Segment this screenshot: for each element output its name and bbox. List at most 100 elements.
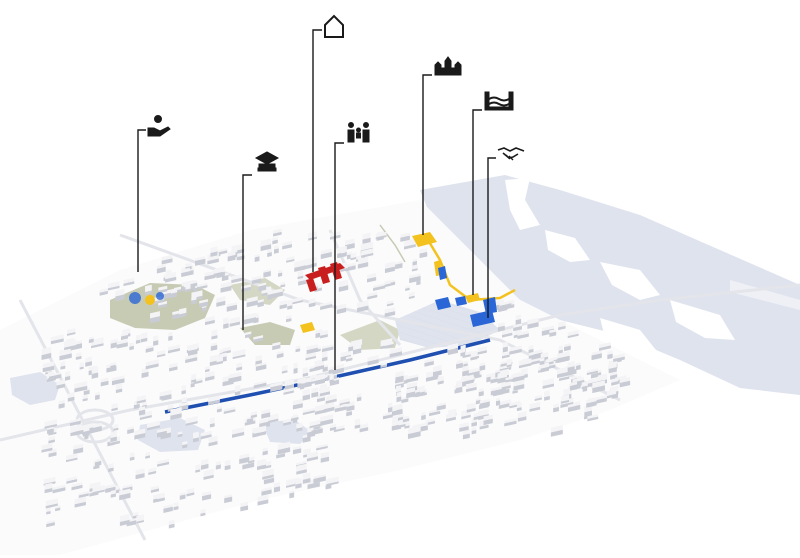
building-block-shadow — [45, 503, 58, 509]
building-block-shadow — [136, 399, 146, 404]
building-block-shadow — [73, 429, 84, 436]
building-block — [345, 355, 353, 360]
building-block — [576, 362, 581, 366]
building-block-shadow — [479, 401, 490, 409]
building-block-shadow — [311, 428, 323, 436]
building-block-shadow — [240, 505, 249, 512]
building-block — [456, 381, 463, 389]
building-block-shadow — [83, 389, 90, 396]
building-block-shadow — [424, 360, 434, 367]
building-block-shadow — [129, 456, 135, 461]
building-block-shadow — [437, 380, 444, 385]
building-block — [497, 371, 508, 380]
building-block — [65, 453, 78, 461]
building-block — [138, 406, 146, 411]
building-block — [107, 281, 120, 289]
building-block — [91, 337, 104, 346]
building-block — [518, 358, 532, 366]
building-block — [135, 468, 145, 476]
building-block — [91, 422, 102, 429]
building-block-shadow — [436, 404, 446, 411]
building-block — [424, 358, 434, 363]
building-block — [253, 425, 267, 434]
building-block-shadow — [389, 351, 403, 358]
building-block-shadow — [216, 300, 226, 307]
building-block-shadow — [278, 272, 283, 277]
building-block-shadow — [321, 356, 328, 362]
building-block-shadow — [367, 359, 379, 366]
building-block-shadow — [158, 303, 168, 309]
building-block-shadow — [528, 354, 534, 360]
building-block-shadow — [78, 493, 89, 498]
building-block-shadow — [542, 383, 555, 389]
building-block-shadow — [116, 342, 128, 349]
building-block-shadow — [42, 365, 55, 373]
building-block — [286, 478, 296, 486]
building-block — [45, 498, 58, 507]
building-block — [456, 360, 463, 365]
building-block — [185, 262, 192, 268]
building-block-shadow — [205, 375, 215, 382]
building-block — [613, 353, 625, 360]
building-block — [253, 335, 264, 340]
building-block-shadow — [56, 383, 65, 390]
building-block-shadow — [168, 523, 175, 529]
building-block-shadow — [608, 367, 617, 374]
building-block-shadow — [567, 333, 579, 339]
building-block-shadow — [193, 437, 199, 443]
river-island — [670, 300, 735, 340]
building-blocks — [41, 228, 631, 529]
building-block-shadow — [386, 302, 394, 307]
building-block-shadow — [419, 251, 428, 259]
building-block-shadow — [99, 290, 108, 296]
building-block-shadow — [280, 284, 286, 288]
building-block — [191, 296, 197, 301]
building-block — [354, 418, 361, 426]
building-block-shadow — [296, 427, 303, 432]
building-block-shadow — [229, 321, 240, 327]
building-block — [99, 288, 108, 293]
building-block — [549, 329, 557, 334]
building-block-shadow — [246, 300, 258, 308]
park-features — [129, 292, 164, 305]
building-block — [509, 345, 522, 352]
building-block-shadow — [306, 347, 318, 355]
building-block-shadow — [276, 453, 286, 459]
building-block — [119, 513, 130, 522]
building-block — [421, 411, 426, 416]
building-block — [239, 453, 250, 460]
building-block-shadow — [611, 381, 619, 386]
building-block — [274, 245, 279, 250]
building-block-shadow — [320, 418, 334, 426]
building-block-shadow — [471, 429, 477, 435]
building-block-shadow — [567, 405, 577, 412]
building-block-shadow — [462, 353, 474, 359]
building-block — [145, 359, 159, 367]
building-block — [203, 468, 214, 477]
building-block — [43, 476, 56, 484]
building-block-shadow — [497, 325, 505, 332]
building-block-shadow — [156, 266, 166, 274]
building-block-shadow — [110, 364, 116, 369]
building-block-shadow — [200, 463, 209, 470]
building-block-shadow — [203, 474, 214, 480]
building-block-shadow — [294, 265, 306, 272]
building-block — [200, 458, 209, 466]
building-block-shadow — [557, 371, 570, 379]
building-block — [384, 280, 391, 285]
building-block — [220, 281, 232, 289]
building-block-shadow — [404, 425, 410, 429]
building-block — [320, 414, 334, 422]
building-block — [501, 351, 510, 357]
building-block-shadow — [420, 391, 425, 396]
building-block-shadow — [606, 393, 617, 399]
building-block-shadow — [231, 277, 242, 284]
building-block — [267, 413, 279, 421]
building-block — [263, 268, 271, 273]
building-block — [567, 330, 579, 337]
building-block — [550, 425, 563, 433]
building-block — [502, 328, 513, 335]
building-block-shadow — [205, 319, 215, 326]
building-block — [270, 288, 283, 295]
building-block — [150, 485, 159, 491]
